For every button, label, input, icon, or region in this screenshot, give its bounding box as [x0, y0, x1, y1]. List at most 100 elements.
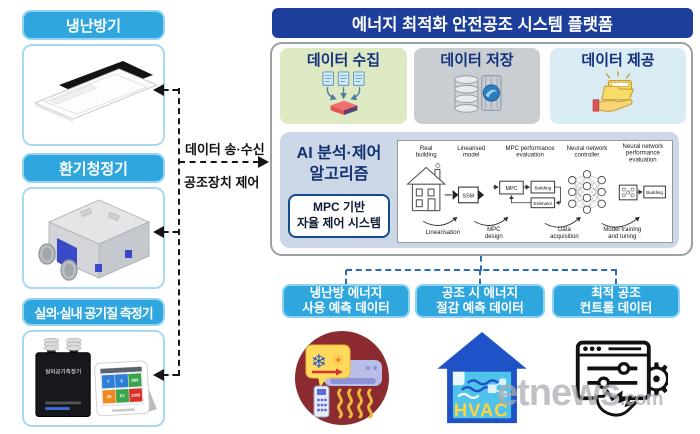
snowflake-icon: ❄ — [311, 352, 327, 373]
heat-waves — [337, 388, 373, 419]
stage-label: performance — [626, 151, 661, 157]
function-box-provide: 데이터 제공 — [550, 48, 686, 124]
output-line1: 최적 공조 — [591, 286, 641, 300]
data-provide-icon — [592, 70, 635, 112]
function-box-store: 데이터 저장 — [414, 48, 540, 124]
platform-title-text: 에너지 최적화 안전공조 시스템 플랫폼 — [351, 16, 614, 34]
heating-cooling-icon: ❄ ☀ — [295, 331, 389, 425]
ai-section-title: AI 분석·제어 알고리즘 — [283, 144, 395, 186]
ai-title-line1: AI 분석·제어 — [296, 145, 382, 162]
output-stub-3 — [615, 270, 617, 284]
output-line2: 컨트롤 데이터 — [579, 301, 653, 315]
stage-label: Neural network — [622, 144, 664, 150]
ssm-box-label: SSM — [462, 193, 474, 199]
outdoor-sensor-label: 실외공기측정기 — [45, 367, 81, 375]
output-line1: 공조 시 에너지 — [442, 286, 518, 300]
step-label: Data — [558, 227, 571, 233]
output-bus-line — [346, 269, 617, 271]
building-box-label: Building — [535, 186, 552, 191]
step-label: acquisition — [550, 234, 579, 240]
device-header-ventilator: 환기청정기 — [22, 153, 165, 183]
function-label: 데이터 수집 — [306, 52, 381, 69]
remote-control — [313, 385, 330, 418]
step-label: Linearisation — [426, 230, 460, 236]
ventilation-unit-image — [37, 199, 150, 281]
arrow-to-sensor-icon — [153, 369, 164, 381]
air-quality-sensors-image: 실외공기측정기 7 5 860 26 — [34, 337, 157, 417]
ceiling-ac-image — [33, 61, 158, 122]
sun-icon: ☀ — [332, 352, 345, 368]
output-box-energy-saving: 공조 시 에너지 절감 예측 데이터 — [415, 284, 545, 318]
stage-label: model — [463, 153, 480, 159]
device-bus-line — [178, 88, 180, 376]
output-box-optimal-control: 최적 공조 컨트롤 데이터 — [552, 284, 680, 318]
mpc-badge: MPC 기반 자율 제어 시스템 — [288, 194, 390, 238]
stage-label: building — [416, 153, 437, 159]
ai-title-line2: 알고리즘 — [309, 165, 369, 183]
device-header-air-quality: 실외·실내 공기질 측정기 — [22, 298, 165, 326]
device-label: 냉난방기 — [65, 17, 122, 35]
function-box-collect: 데이터 수집 — [280, 48, 407, 124]
link-label-send-receive: 데이터 송·수신 — [185, 142, 265, 157]
output-line2: 사용 예측 데이터 — [302, 301, 390, 315]
monitor-value: 7 — [107, 378, 110, 383]
mpc-box-label: MPC — [505, 186, 517, 192]
connector-stub — [163, 231, 178, 233]
output-stub-2 — [479, 270, 481, 284]
function-label: 데이터 저장 — [440, 52, 514, 69]
hvac-text: HVAC — [454, 399, 509, 420]
function-label: 데이터 제공 — [581, 52, 655, 69]
device-card-air-quality: 실외공기측정기 7 5 860 26 — [22, 330, 165, 427]
output-bus-stub — [480, 256, 482, 271]
step-label: design — [485, 234, 503, 240]
arrow-to-heater-icon — [153, 84, 164, 96]
monitor-value: 1005 — [130, 392, 140, 398]
connector-to-platform — [179, 161, 259, 163]
molecule — [487, 378, 508, 397]
arrow-to-ventilator-icon — [153, 226, 164, 238]
building2-box-label: Building — [646, 190, 663, 195]
device-label: 환기청정기 — [58, 160, 128, 178]
output-line1: 냉난방 에너지 — [309, 286, 383, 300]
nn-nodes — [568, 170, 606, 214]
control-data-icon: ⚙ — [575, 340, 668, 417]
hvac-house-icon: HVAC — [437, 331, 527, 424]
stage-label: evaluation — [516, 153, 544, 159]
output-stub-1 — [345, 270, 347, 284]
mpc-badge-line1: MPC 기반 — [312, 200, 366, 215]
arrow-to-platform-icon — [258, 156, 269, 168]
step-arrows — [422, 216, 640, 228]
data-collect-icon — [321, 70, 365, 115]
output-box-heating-energy: 냉난방 에너지 사용 예측 데이터 — [282, 284, 410, 318]
stage-label: Real — [420, 146, 432, 152]
monitor-value: 860 — [131, 377, 139, 382]
monitor-value: 26 — [106, 393, 112, 398]
real-building-house — [406, 163, 447, 212]
estimator-box-label: Estimator — [534, 201, 553, 206]
stage-label: controller — [575, 153, 600, 159]
step-label: Model training — [603, 227, 641, 233]
air-waves — [457, 379, 499, 399]
device-card-heater-cooler — [22, 44, 165, 146]
output-line2: 절감 예측 데이터 — [436, 301, 524, 315]
data-storage-icon — [454, 74, 502, 113]
device-label: 실외·실내 공기질 측정기 — [34, 305, 153, 321]
monitor-value: 5 — [120, 378, 123, 383]
mpc-workflow-diagram: Real building Linearised model MPC perfo… — [397, 140, 673, 243]
watermark-tld: .com — [619, 388, 664, 410]
watermark-name: etnews — [497, 372, 621, 414]
device-card-ventilator — [22, 187, 165, 289]
etnews-watermark: etnews.com — [497, 372, 664, 415]
stage-label: Neural network — [567, 146, 609, 152]
monitor-value: 67 — [119, 393, 125, 398]
mpc-badge-line2: 자율 제어 시스템 — [297, 216, 381, 230]
step-label: and tuning — [608, 234, 636, 240]
stage-label: Linearised — [457, 146, 485, 152]
device-header-heater-cooler: 냉난방기 — [22, 10, 165, 40]
link-label-control: 공조장치 제어 — [184, 175, 260, 190]
connector-stub — [163, 89, 178, 91]
step-label: MPC — [487, 227, 501, 233]
stage-label: evaluation — [629, 158, 657, 164]
hand-icon — [595, 389, 638, 417]
